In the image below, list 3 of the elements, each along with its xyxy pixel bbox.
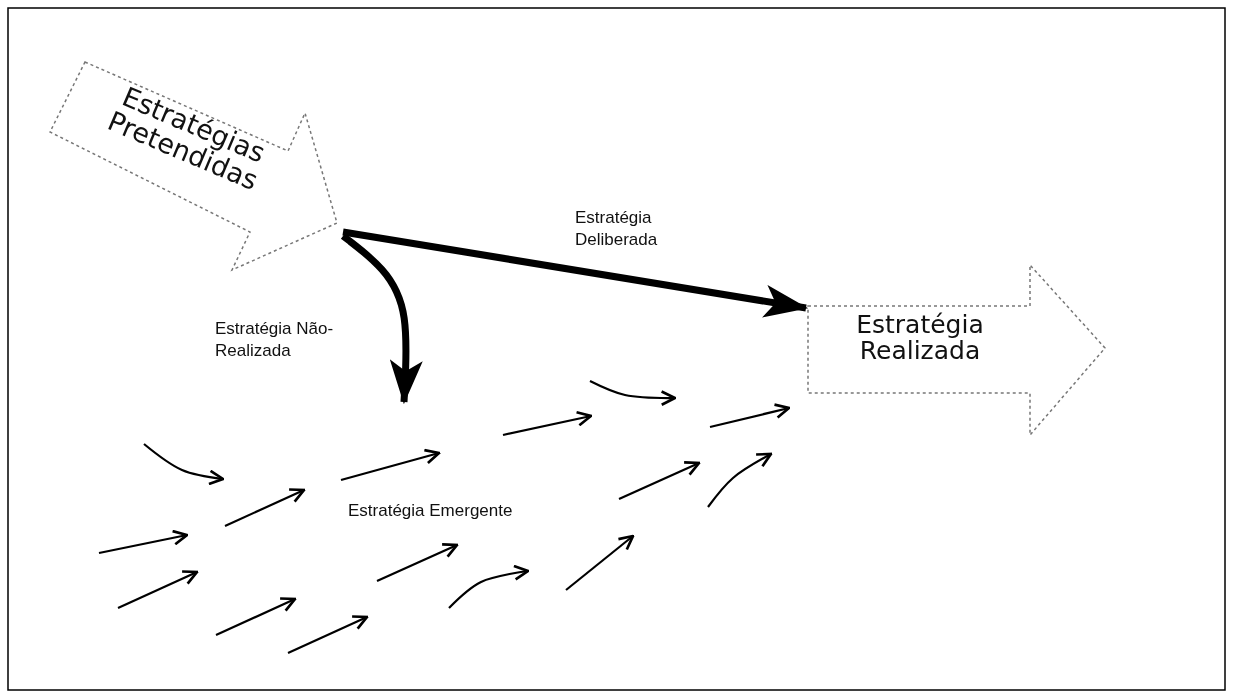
thick-arrow xyxy=(340,233,423,405)
node-text: Estratégia Realizada xyxy=(855,312,985,365)
thick-arrow xyxy=(342,228,809,318)
